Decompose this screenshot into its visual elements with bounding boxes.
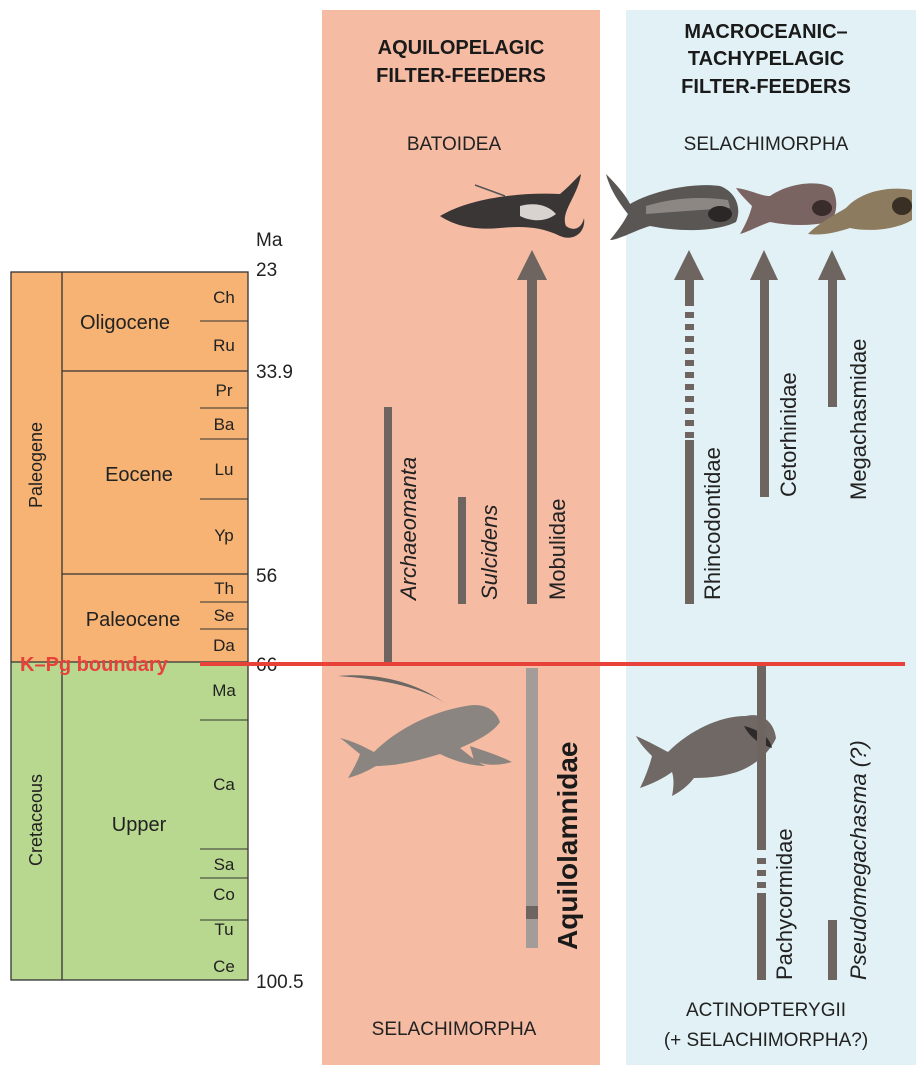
stage-label: Tu bbox=[214, 920, 233, 939]
geologic-timescale: Paleogene Cretaceous Oligocene Eocene Pa… bbox=[11, 272, 248, 980]
left-bottom-group: SELACHIMORPHA bbox=[372, 1019, 537, 1040]
stage-label: Th bbox=[214, 579, 234, 598]
kpg-boundary-label: K–Pg boundary bbox=[20, 654, 169, 676]
right-header-line3: FILTER-FEEDERS bbox=[681, 76, 851, 98]
epoch-label-paleocene: Paleocene bbox=[86, 609, 181, 631]
stage-label: Da bbox=[213, 636, 235, 655]
stage-label: Co bbox=[213, 885, 235, 904]
pseudomegachasma-range-bar bbox=[828, 920, 837, 980]
right-top-group: SELACHIMORPHA bbox=[684, 134, 849, 155]
left-header-line2: FILTER-FEEDERS bbox=[376, 65, 546, 87]
stage-label: Yp bbox=[214, 526, 234, 545]
age-label: 33.9 bbox=[256, 362, 293, 383]
sulcidens-label: Sulcidens bbox=[477, 505, 502, 600]
right-bottom-group-line1: ACTINOPTERYGII bbox=[686, 1000, 846, 1021]
age-label: 100.5 bbox=[256, 972, 304, 993]
right-header-line1: MACROCEANIC– bbox=[684, 21, 847, 43]
stage-label: Sa bbox=[214, 855, 235, 874]
stage-label: Ce bbox=[213, 957, 235, 976]
sulcidens-range-bar bbox=[458, 497, 466, 604]
aquilolamnidae-range-marker bbox=[526, 906, 538, 919]
cetorhinidae-range-bar bbox=[760, 276, 769, 497]
macroceanic-panel bbox=[626, 10, 916, 1065]
mobulidae-range-bar bbox=[527, 276, 537, 604]
aquilolamnidae-label: Aquilolamnidae bbox=[552, 742, 583, 950]
mobulidae-label: Mobulidae bbox=[545, 498, 570, 600]
age-unit: Ma bbox=[256, 230, 283, 251]
pseudomegachasma-label: Pseudomegachasma (?) bbox=[846, 740, 871, 980]
left-header-line1: AQUILOPELAGIC bbox=[378, 37, 545, 59]
pachycormidae-uncertain-segment bbox=[757, 858, 766, 888]
megachasmidae-range-bar bbox=[828, 276, 837, 407]
age-label: 23 bbox=[256, 260, 277, 281]
megachasmidae-label: Megachasmidae bbox=[846, 339, 871, 500]
pachycormidae-range-bar bbox=[757, 662, 766, 850]
stage-label: Ba bbox=[214, 415, 235, 434]
stage-label: Se bbox=[214, 606, 235, 625]
left-top-group: BATOIDEA bbox=[407, 134, 502, 155]
age-label: 56 bbox=[256, 566, 277, 587]
period-label-cretaceous: Cretaceous bbox=[26, 774, 46, 866]
archaeomanta-label: Archaeomanta bbox=[396, 457, 421, 602]
rhincodontidae-range-bar bbox=[685, 276, 694, 306]
rhincodontidae-label: Rhincodontidae bbox=[700, 447, 725, 600]
stage-label: Ru bbox=[213, 336, 235, 355]
epoch-label-eocene: Eocene bbox=[105, 464, 173, 486]
rhincodontidae-range-bar bbox=[685, 440, 694, 604]
stage-label: Ca bbox=[213, 775, 235, 794]
period-label-paleogene: Paleogene bbox=[26, 422, 46, 508]
pachycormidae-label: Pachycormidae bbox=[772, 828, 797, 980]
stage-label: Lu bbox=[215, 460, 234, 479]
stage-label: Ch bbox=[213, 288, 235, 307]
age-labels: Ma 23 33.9 56 66 100.5 bbox=[256, 230, 304, 993]
archaeomanta-range-bar bbox=[384, 407, 392, 664]
pachycormidae-range-bar bbox=[757, 893, 766, 980]
cetorhinidae-label: Cetorhinidae bbox=[776, 372, 801, 497]
right-bottom-group-line2: (+ SELACHIMORPHA?) bbox=[664, 1030, 868, 1051]
stage-label: Pr bbox=[216, 381, 233, 400]
right-header-line2: TACHYPELAGIC bbox=[688, 48, 844, 70]
epoch-label-oligocene: Oligocene bbox=[80, 312, 170, 334]
stage-label: Ma bbox=[212, 681, 236, 700]
epoch-label-upper: Upper bbox=[112, 814, 167, 836]
